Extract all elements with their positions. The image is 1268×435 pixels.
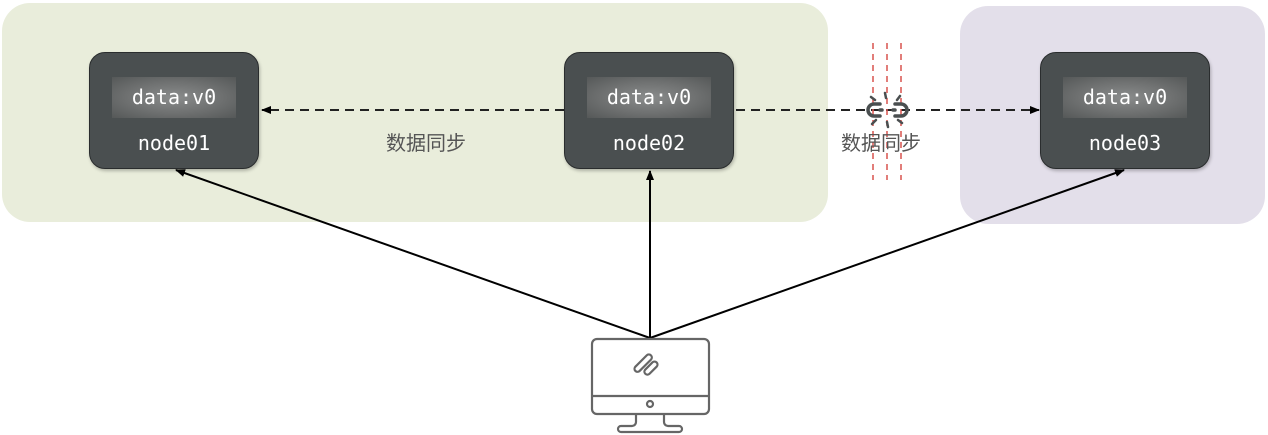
sync-label-left: 数据同步 [386, 131, 466, 155]
node-node02[interactable]: data:v0 node02 [564, 52, 734, 169]
node-name: node03 [1088, 131, 1162, 155]
monitor-icon [590, 337, 711, 434]
node-data-value: data:v0 [1063, 77, 1187, 118]
node-data-value: data:v0 [587, 77, 711, 118]
node-data-value: data:v0 [112, 77, 236, 118]
client-edge-node01 [175, 169, 651, 339]
node-node01[interactable]: data:v0 node01 [89, 52, 259, 169]
node-name: node01 [137, 131, 211, 155]
node-name: node02 [612, 131, 686, 155]
node-node03[interactable]: data:v0 node03 [1040, 52, 1210, 169]
client-edge-node03 [649, 169, 1125, 339]
broken-link-icon [866, 91, 909, 129]
sync-label-right: 数据同步 [841, 131, 921, 155]
network-partition-lines [872, 43, 902, 180]
